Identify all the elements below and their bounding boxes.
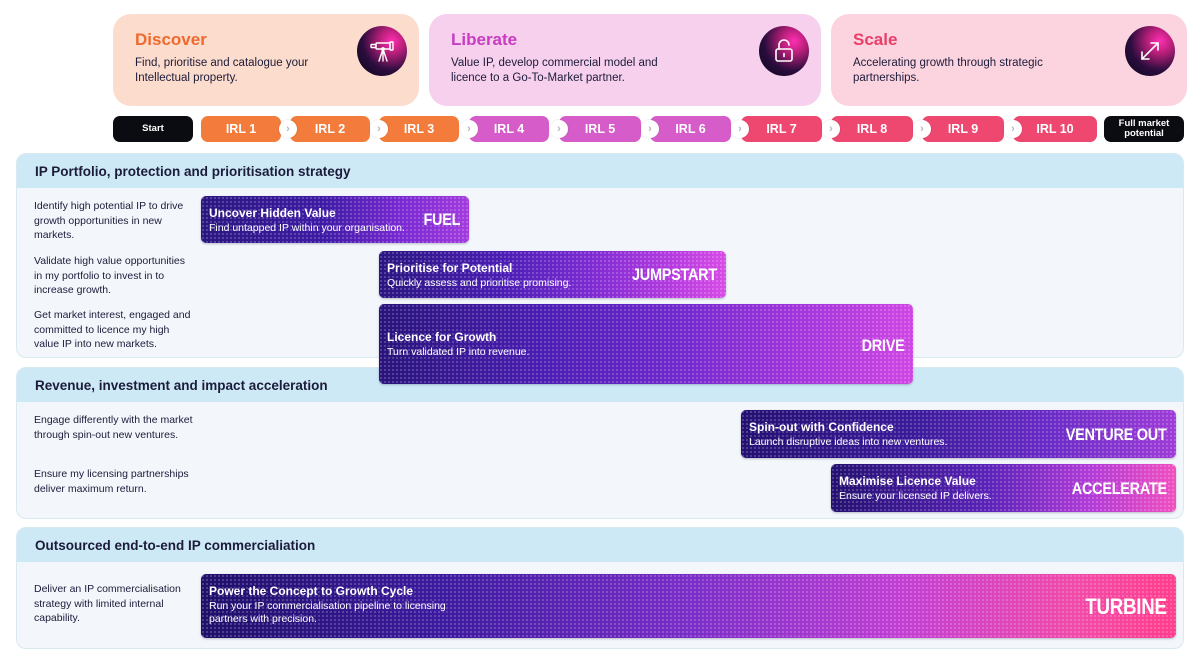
expand-arrows-icon: [1125, 26, 1175, 76]
irl-step-9: IRL 9: [922, 116, 1004, 142]
bar-title: Prioritise for Potential: [387, 261, 513, 275]
phase-description: Value IP, develop commercial model and l…: [451, 57, 658, 84]
irl-step-10: IRL 10: [1013, 116, 1097, 142]
irl-step-4: IRL 4: [469, 116, 549, 142]
phase-title: Discover: [135, 30, 207, 49]
bar-title: Uncover Hidden Value: [209, 206, 336, 220]
phase-title: Liberate: [451, 30, 518, 49]
service-bar-jumpstart: Prioritise for Potential Quickly assess …: [379, 251, 726, 298]
row-label-spin-out: Engage differently with the market throu…: [34, 414, 193, 441]
phase-description: Accelerating growth through strategic pa…: [853, 57, 1043, 84]
chevron-right-icon: ›: [913, 120, 931, 138]
chevron-right-icon: ›: [731, 120, 749, 138]
row-label-licensing: Ensure my licensing partnerships deliver…: [34, 468, 189, 495]
service-bar-drive: Licence for Growth Turn validated IP int…: [379, 304, 913, 384]
padlock-icon: [759, 26, 809, 76]
row-label-deliver: Deliver an IP commercialisation strategy…: [34, 583, 181, 624]
bar-tag: TURBINE: [1085, 594, 1168, 619]
bar-tag: ACCELERATE: [1071, 479, 1167, 498]
phase-card-scale: Scale Accelerating growth through strate…: [831, 14, 1187, 106]
bar-title: Power the Concept to Growth Cycle: [209, 584, 414, 598]
irl-start: Start: [113, 116, 193, 142]
phase-title: Scale: [853, 30, 898, 49]
bar-description: Find untapped IP within your organisatio…: [209, 222, 405, 234]
bar-title: Spin-out with Confidence: [749, 420, 894, 434]
bar-tag: FUEL: [423, 210, 460, 229]
irl-step-5: IRL 5: [559, 116, 641, 142]
chevron-right-icon: ›: [822, 120, 840, 138]
chevron-right-icon: ›: [550, 120, 568, 138]
irl-step-2: IRL 2: [290, 116, 370, 142]
irl-step-3: IRL 3: [379, 116, 459, 142]
bar-title: Licence for Growth: [387, 330, 497, 344]
service-bar-accelerate: Maximise Licence Value Ensure your licen…: [831, 464, 1176, 512]
row-label-identify: Identify high potential IP to drive grow…: [34, 200, 184, 241]
service-bar-venture-out: Spin-out with Confidence Launch disrupti…: [741, 410, 1176, 458]
chevron-right-icon: ›: [460, 120, 478, 138]
row-label-validate: Validate high value opportunities in my …: [34, 255, 185, 296]
bar-tag: VENTURE OUT: [1066, 425, 1167, 444]
irl-full-market-potential: Full market potential: [1104, 116, 1184, 142]
chevron-right-icon: ›: [641, 120, 659, 138]
irl-step-6: IRL 6: [650, 116, 731, 142]
irl-step-1: IRL 1: [201, 116, 281, 142]
bar-description: Ensure your licensed IP delivers.: [839, 490, 992, 502]
phase-card-liberate: Liberate Value IP, develop commercial mo…: [429, 14, 821, 106]
irl-step-7: IRL 7: [741, 116, 822, 142]
row-label-market-interest: Get market interest, engaged and committ…: [34, 309, 191, 350]
section-heading: IP Portfolio, protection and prioritisat…: [17, 154, 1183, 188]
bar-description: Turn validated IP into revenue.: [387, 346, 530, 358]
chevron-right-icon: ›: [1004, 120, 1022, 138]
irl-timeline: Start IRL 1 › IRL 2 › IRL 3 › IRL 4 › IR…: [0, 116, 1200, 142]
service-bar-fuel: Uncover Hidden Value Find untapped IP wi…: [201, 196, 469, 243]
section-heading: Outsourced end-to-end IP commercialiatio…: [17, 528, 1183, 562]
bar-description: Quickly assess and prioritise promising.: [387, 277, 572, 289]
bar-description: Launch disruptive ideas into new venture…: [749, 436, 948, 448]
chevron-right-icon: ›: [279, 120, 297, 138]
chevron-right-icon: ›: [370, 120, 388, 138]
irl-step-8: IRL 8: [831, 116, 913, 142]
phase-card-discover: Discover Find, prioritise and catalogue …: [113, 14, 419, 106]
service-bar-turbine: Power the Concept to Growth Cycle Run yo…: [201, 574, 1176, 638]
bar-tag: JUMPSTART: [632, 265, 717, 284]
telescope-icon: [357, 26, 407, 76]
section-ip-portfolio: IP Portfolio, protection and prioritisat…: [16, 153, 1184, 358]
phase-description: Find, prioritise and catalogue your Inte…: [135, 57, 309, 84]
bar-title: Maximise Licence Value: [839, 474, 976, 488]
bar-description: Run your IP commercialisation pipeline t…: [209, 600, 446, 625]
bar-tag: DRIVE: [861, 336, 904, 355]
